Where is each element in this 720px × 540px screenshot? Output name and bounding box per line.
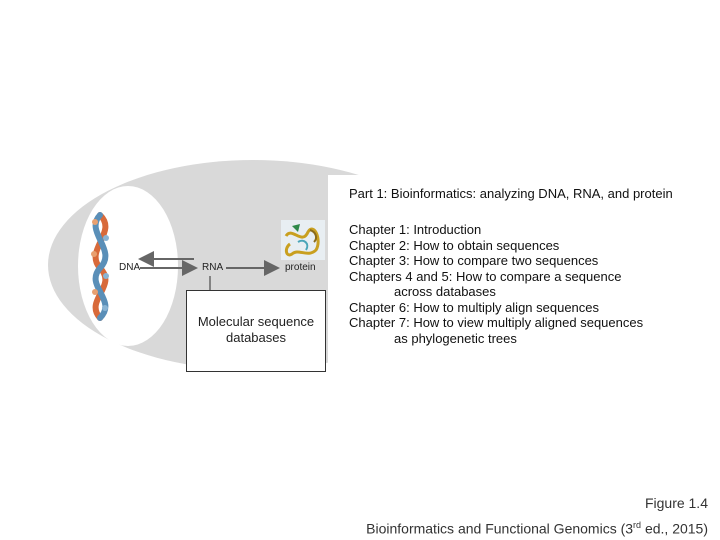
database-label-line2: databases [226, 330, 286, 345]
chapter-item: Chapter 7: How to view multiply aligned … [349, 315, 644, 330]
part-title: Part 1: Bioinformatics: analyzing DNA, R… [349, 186, 673, 201]
dna-circle [78, 186, 178, 346]
chapter-list: Chapter 1: Introduction Chapter 2: How t… [349, 222, 643, 346]
node-protein-label: protein [285, 262, 316, 273]
figure-source: Bioinformatics and Functional Genomics (… [366, 514, 708, 540]
chapter-item: Chapter 1: Introduction [349, 222, 482, 237]
figure-caption: Figure 1.4 Bioinformatics and Functional… [366, 492, 708, 540]
chapter-item: Chapter 2: How to obtain sequences [349, 237, 560, 253]
figure-source-title: Bioinformatics and Functional Genomics (… [366, 520, 634, 537]
chapter-item: Chapter 3: How to compare two sequences [349, 253, 599, 268]
chapter-panel-background [328, 175, 698, 380]
chapter-item: Chapters 4 and 5: How to compare a seque… [349, 268, 622, 284]
chapter-item-continuation: across databases [394, 284, 496, 299]
node-rna-label: RNA [202, 262, 224, 273]
database-label: Molecular sequence databases [190, 314, 322, 346]
database-box [186, 290, 326, 372]
figure-source-edition-suffix: rd [633, 520, 642, 530]
protein-structure-icon [281, 220, 325, 260]
database-label-line1: Molecular sequence [197, 314, 315, 329]
node-dna-label: DNA [119, 262, 141, 273]
dna-helix-icon [91, 212, 109, 321]
chapter-item: Chapter 6: How to multiply align sequenc… [349, 299, 600, 315]
figure-number: Figure 1.4 [644, 495, 708, 511]
chapter-item-continuation: as phylogenetic trees [394, 330, 517, 346]
figure-source-year: ed., 2015) [641, 520, 708, 537]
